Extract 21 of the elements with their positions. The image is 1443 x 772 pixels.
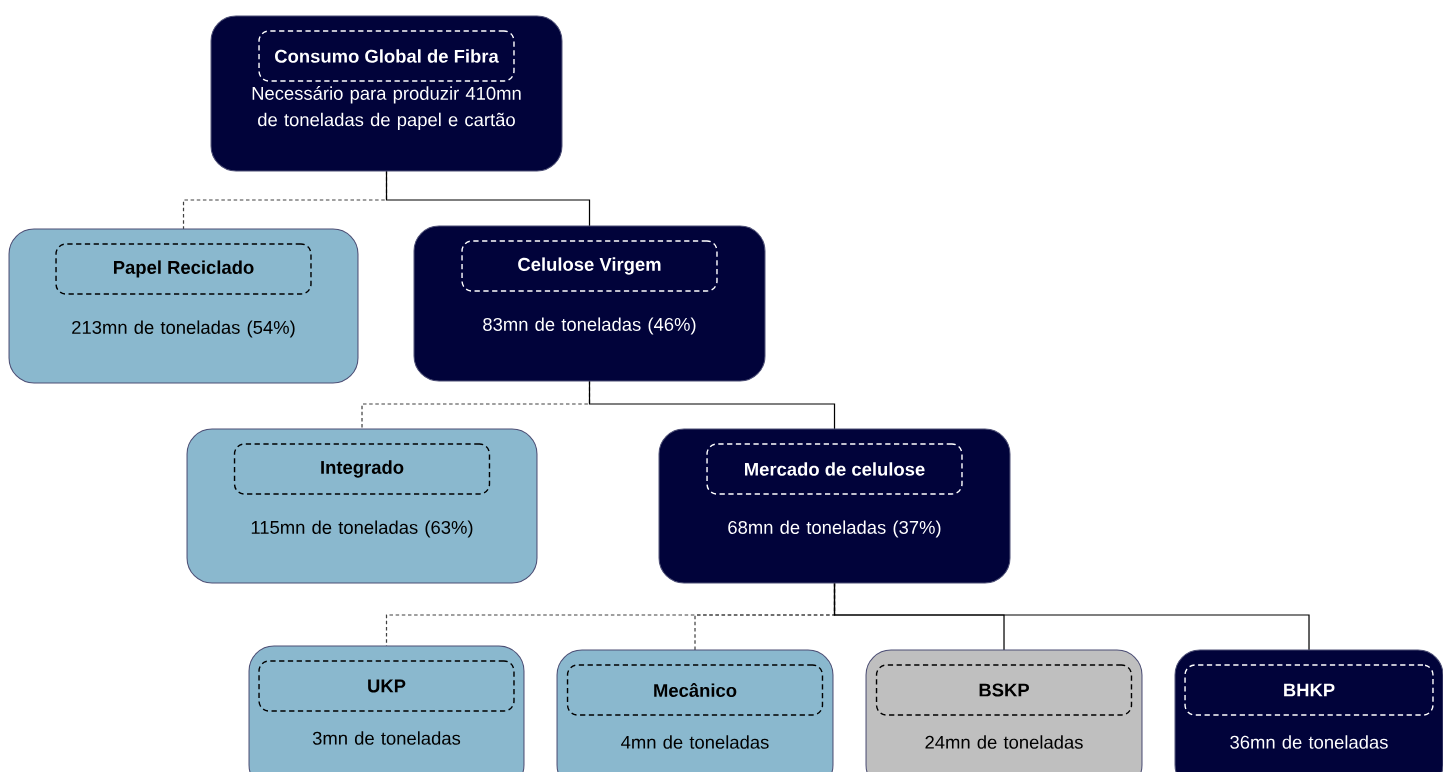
connector: [833, 582, 1310, 651]
heading-box: Mecânico: [566, 664, 824, 716]
connector: [588, 380, 836, 430]
heading-box: Consumo Global de Fibra: [258, 30, 515, 82]
node-text: 3mn de toneladas: [312, 731, 461, 745]
heading-box: BHKP: [1184, 664, 1434, 716]
node-text: 4mn de toneladas: [621, 735, 769, 749]
node-text: Necessário para produzir 410mn de toneladas de papel e cartão: [252, 86, 521, 130]
heading-box: Celulose Virgem: [461, 240, 718, 292]
node-text: 83mn de toneladas (46%): [483, 317, 696, 335]
node-text: 213mn de toneladas (54%): [72, 320, 295, 338]
heading-box: BSKP: [875, 664, 1133, 716]
heading-box: UKP: [258, 660, 515, 712]
heading-box: Integrado: [233, 443, 491, 495]
heading-box: Mercado de celulose: [706, 443, 963, 495]
node-text: 24mn de toneladas: [925, 735, 1083, 749]
node-text: 115mn de toneladas (63%): [251, 520, 473, 538]
heading-box: Papel Reciclado: [55, 243, 312, 295]
connector: [385, 170, 591, 227]
node-text: 68mn de toneladas (37%): [728, 520, 941, 538]
node-text: 36mn de toneladas: [1230, 735, 1388, 749]
